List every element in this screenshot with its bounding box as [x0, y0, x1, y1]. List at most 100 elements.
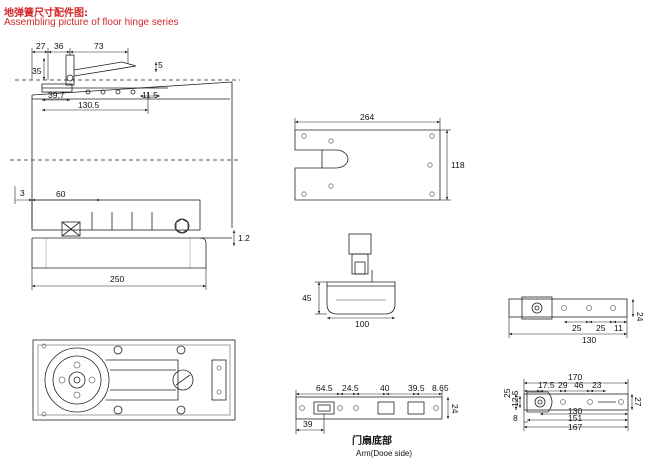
main-gear-ring [52, 355, 102, 405]
dim-24-top-arm: 24 [635, 312, 645, 322]
door-arm-slot-inner [317, 404, 331, 412]
screw-hole [301, 133, 307, 139]
screw-hole [328, 138, 334, 144]
floor-box-body [31, 237, 207, 269]
main-gear [44, 347, 110, 413]
top-arm-link [73, 61, 137, 77]
valve-screw-slot [175, 374, 191, 386]
dim-17-5: 17.5 [538, 380, 555, 390]
dim-130-top-arm: 130 [582, 335, 596, 345]
dim-12-5: 12.5 [510, 390, 520, 407]
spindle-shaft [351, 253, 369, 275]
dim-167: 167 [568, 422, 582, 432]
side-arm-pivot-center [537, 399, 543, 405]
main-gear-hub [68, 371, 86, 389]
adjust-bolt [113, 345, 123, 355]
screw-hole [41, 343, 47, 349]
dim-39-7: 39.7 [48, 90, 65, 100]
dim-73: 73 [94, 41, 104, 51]
dim-25-side: 25 [502, 388, 512, 398]
door-bottom-caption-en: Arm(Dooe side) [356, 449, 412, 458]
dim-130-5: 130.5 [78, 100, 100, 110]
dim-5: 5 [158, 60, 163, 70]
dim-35: 35 [32, 66, 42, 76]
dim-8-65: 8.65 [432, 383, 449, 393]
top-pivot-block [65, 54, 75, 86]
top-arm-pivot [531, 302, 543, 314]
dim-250: 250 [110, 274, 124, 284]
dim-11: 11 [614, 323, 623, 333]
screw-hole [301, 191, 307, 197]
dim-60: 60 [56, 189, 66, 199]
side-arm-head [526, 391, 553, 413]
gear-bolt [88, 376, 96, 384]
dim-25-b: 25 [596, 323, 606, 333]
screw-hole [337, 405, 343, 411]
screw-hole [427, 162, 433, 168]
dim-40: 40 [380, 383, 390, 393]
dim-170: 170 [568, 372, 582, 382]
screw-hole [610, 305, 616, 311]
bolt [85, 89, 91, 95]
screw-hole [587, 399, 593, 405]
dim-118: 118 [451, 160, 465, 170]
gear-bolt [73, 391, 81, 399]
dim-3: 3 [20, 188, 25, 198]
top-arm-pivot-block [521, 296, 553, 320]
mechanism-box-inner [37, 344, 231, 416]
screw-hole [433, 405, 439, 411]
dim-45: 45 [302, 293, 312, 303]
mechanism-plan-view [32, 339, 236, 421]
screw-hole [586, 305, 592, 311]
dim-100: 100 [355, 319, 369, 329]
bottom-bracket [31, 199, 201, 231]
dim-29: 29 [558, 380, 568, 390]
gear-bolt [73, 361, 81, 369]
adjust-bolt [176, 405, 186, 415]
dim-11-5: 11.5 [142, 90, 158, 100]
door-bottom-caption-cn: 门扇底部 [352, 434, 392, 447]
side-arm-plate [523, 393, 629, 411]
top-arm-body [508, 298, 628, 318]
screw-hole [328, 183, 334, 189]
adjust-bolt [113, 405, 123, 415]
dim-264: 264 [360, 112, 374, 122]
dim-39-5: 39.5 [408, 383, 425, 393]
dim-1-2: 1.2 [238, 233, 250, 243]
dim-39: 39 [303, 419, 313, 429]
adjust-nut-hex [175, 218, 189, 234]
spindle-key [354, 261, 366, 275]
top-arm-view [508, 296, 635, 338]
screw-hole [560, 399, 566, 405]
dim-8: 8 [513, 413, 518, 423]
dim-46: 46 [574, 380, 584, 390]
page-title-cn: 地弹簧尺寸配件图: [4, 8, 88, 19]
main-gear-center [73, 376, 81, 384]
screw-hole [429, 191, 435, 197]
end-cap [211, 359, 227, 401]
bolt [100, 89, 106, 95]
screw-hole [216, 389, 222, 395]
top-arm-pivot-center [534, 305, 540, 311]
gear-bolt [58, 376, 66, 384]
dim-25-a: 25 [572, 323, 582, 333]
dim-24-door: 24 [450, 404, 460, 414]
bolt [115, 89, 121, 95]
bottom-pivot-box [61, 221, 81, 237]
door-bottom-view [295, 390, 450, 434]
side-arm-view [514, 379, 634, 431]
assembly-view [10, 48, 240, 290]
page-title-en: Assembling picture of floor hinge series [4, 17, 179, 28]
screw-hole [41, 411, 47, 417]
door-arm-slot [377, 401, 395, 415]
side-arm-pivot [534, 396, 546, 408]
pivot-cross [61, 221, 81, 237]
cover-plate-notch [322, 149, 349, 169]
dim-27-side: 27 [633, 397, 643, 407]
screw-hole [618, 399, 624, 405]
dim-24-5: 24.5 [342, 383, 359, 393]
spindle-view [315, 233, 396, 320]
mechanism-box [32, 339, 236, 421]
dim-151: 151 [568, 413, 582, 423]
